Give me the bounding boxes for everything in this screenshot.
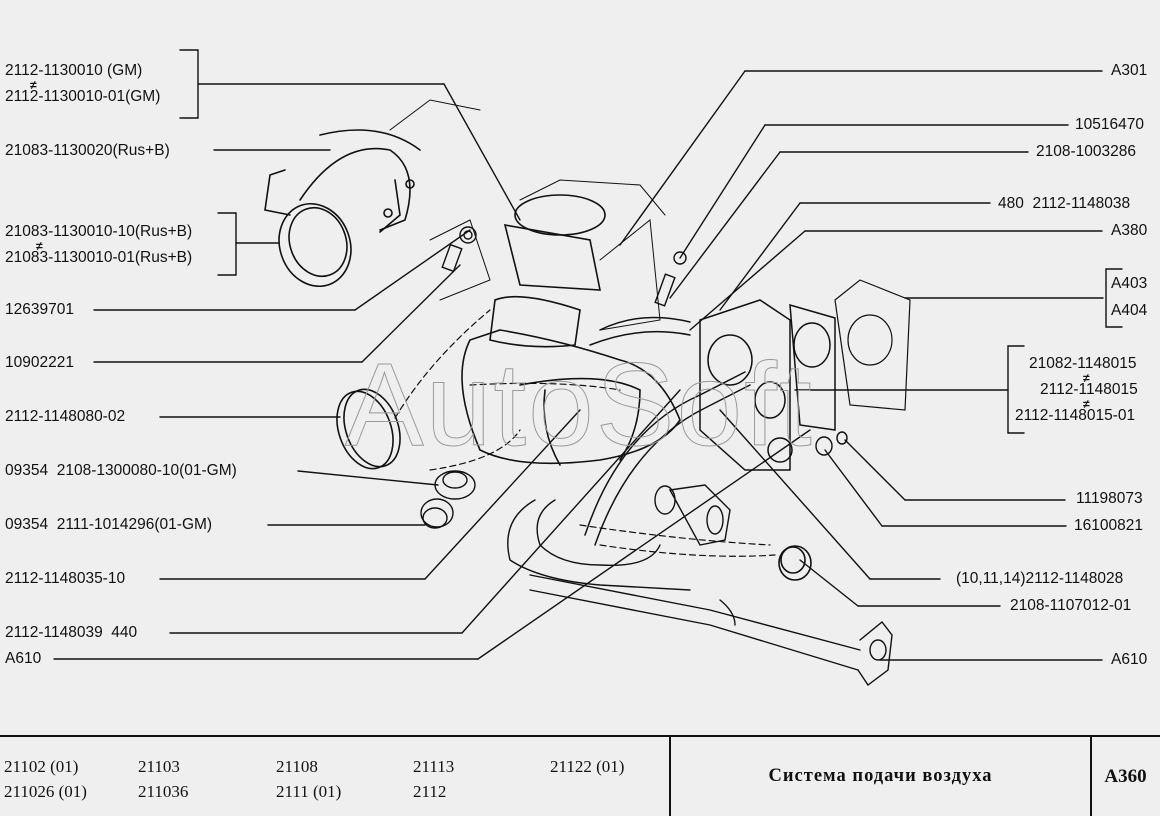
not-interchangeable-icon: ≠ — [36, 239, 43, 253]
throttle-gasket — [789, 303, 836, 431]
callout-throttle-2[interactable]: 2112-1148015 — [1040, 381, 1138, 398]
callout-washer-2[interactable]: 16100821 — [1074, 517, 1143, 534]
model-cell: 211036 — [138, 782, 189, 801]
callout-gm-1[interactable]: 2112-1130010 (GM) — [5, 62, 143, 79]
plug-1 — [434, 470, 476, 500]
coolant-pipe — [529, 574, 893, 687]
intake-manifold-flange — [834, 279, 911, 411]
leader-plug-1 — [297, 470, 439, 486]
callout-a610-left[interactable]: A610 — [5, 650, 42, 667]
model-cell: 21122 (01) — [550, 757, 625, 776]
callout-pipe[interactable]: 2112-1148039 440 — [5, 624, 138, 641]
callout-nut[interactable]: 10516470 — [1075, 116, 1144, 133]
engine-block-outline — [389, 99, 666, 331]
bracket-gm — [179, 49, 199, 119]
callout-plug-2[interactable]: 09354 2111-1014296(01-GM) — [5, 516, 213, 533]
coolant-hose — [584, 316, 751, 546]
plug-2 — [420, 498, 454, 529]
nut-washer-right — [815, 431, 848, 456]
callout-clamp-2[interactable]: 2108-1107012-01 — [1010, 597, 1132, 614]
model-cell: 21113 — [413, 757, 455, 776]
callout-a404[interactable]: A404 — [1111, 302, 1148, 319]
callout-hose[interactable]: 2112-1148035-10 — [5, 570, 126, 587]
callout-gasket[interactable]: 480 2112-1148038 — [998, 195, 1131, 212]
callout-a301[interactable]: A301 — [1111, 62, 1148, 79]
intake-adapter — [489, 194, 606, 348]
not-interchangeable-icon: ≠ — [1083, 397, 1090, 411]
model-cell: 21103 — [138, 757, 180, 776]
callout-bolt[interactable]: 12639701 — [5, 301, 74, 318]
model-cell: 21108 — [276, 757, 318, 776]
model-cell: 21102 (01) — [4, 757, 79, 776]
callout-plug-1[interactable]: 09354 2108-1300080-10(01-GM) — [5, 462, 237, 479]
hose-clamp-left — [336, 388, 401, 470]
bracket-rus-b — [217, 212, 237, 276]
page-title: Система подачи воздуха — [768, 766, 993, 786]
callout-throttle-3[interactable]: 2112-1148015-01 — [1015, 407, 1136, 424]
callout-nut-2[interactable]: 11198073 — [1076, 490, 1143, 507]
hose-clamp-right — [778, 545, 812, 581]
bolt-12639701 — [441, 226, 477, 273]
watermark: AutoSoft — [345, 339, 814, 471]
bracket-throttle — [1007, 345, 1025, 434]
callout-hose-2[interactable]: (10,11,14)2112-1148028 — [956, 570, 1124, 587]
model-cell: 2112 — [413, 782, 447, 801]
air-flow-sensor — [264, 129, 421, 288]
callout-washer[interactable]: 10902221 — [5, 354, 74, 371]
coolant-fitting — [654, 484, 731, 546]
callout-a403[interactable]: A403 — [1111, 275, 1148, 292]
callout-gm-2[interactable]: 2112-1130010-01(GM) — [5, 88, 161, 105]
bolt-right — [654, 251, 687, 307]
callout-a610-right[interactable]: A610 — [1111, 651, 1148, 668]
callout-a380[interactable]: A380 — [1111, 222, 1148, 239]
throttle-body — [699, 299, 793, 471]
not-interchangeable-icon: ≠ — [30, 78, 37, 92]
callout-rus-b[interactable]: 21083-1130020(Rus+B) — [5, 142, 170, 159]
air-intake-hose — [461, 329, 681, 466]
bracket-a40x — [1105, 268, 1123, 328]
assembly-arrows — [394, 309, 776, 557]
callout-throttle-1[interactable]: 21082-1148015 — [1029, 355, 1137, 372]
callout-rus-b-group-1[interactable]: 21083-1130010-10(Rus+B) — [5, 223, 193, 240]
callout-rus-b-group-2[interactable]: 21083-1130010-01(Rus+B) — [5, 249, 193, 266]
bottom-hose — [507, 499, 691, 591]
callout-washer-right[interactable]: 2108-1003286 — [1036, 143, 1136, 160]
not-interchangeable-icon: ≠ — [1083, 371, 1090, 385]
model-cell: 2111 (01) — [276, 782, 342, 801]
model-cell: 211026 (01) — [4, 782, 87, 801]
page-code: A360 — [1104, 765, 1147, 787]
callout-clamp[interactable]: 2112-1148080-02 — [5, 408, 126, 425]
